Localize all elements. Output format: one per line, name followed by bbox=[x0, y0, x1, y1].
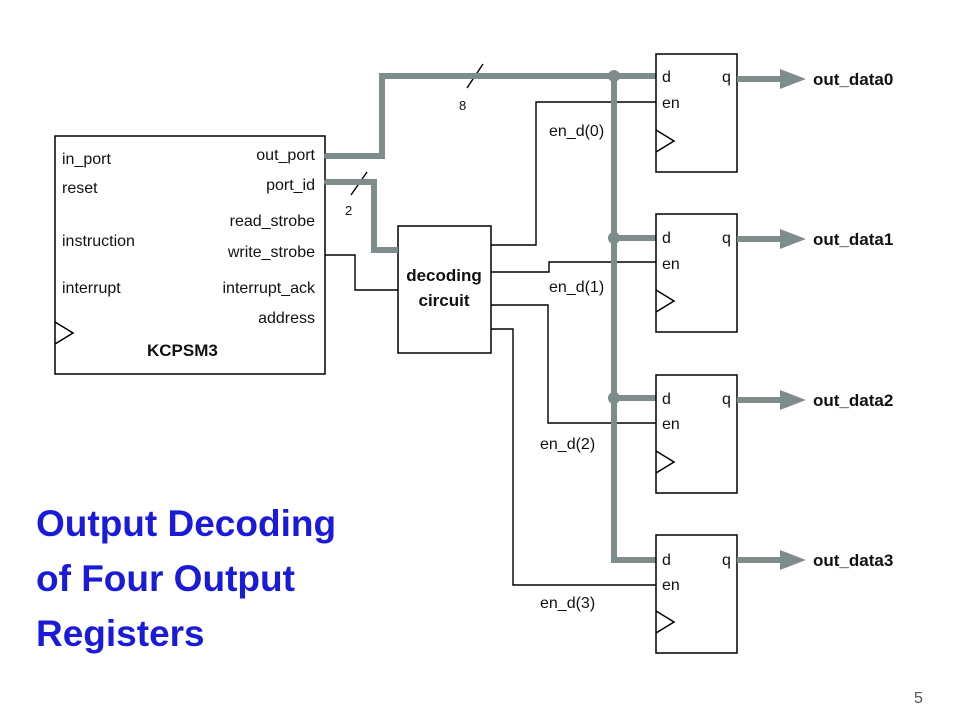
output-label: out_data2 bbox=[813, 391, 893, 410]
register-3: d en q en_d(3) out_data3 bbox=[540, 534, 893, 654]
junction-dot-2 bbox=[608, 392, 620, 404]
register-2: d en q en_d(2) out_data2 bbox=[540, 374, 893, 494]
output-arrow-icon bbox=[780, 550, 806, 570]
slide-title: Output Decoding of Four Output Registers bbox=[36, 496, 456, 661]
junction-dot-1 bbox=[608, 232, 620, 244]
kcpsm3-input-instruction: instruction bbox=[62, 233, 135, 250]
register-box bbox=[655, 53, 738, 173]
output-label: out_data1 bbox=[813, 230, 893, 249]
register-q-label: q bbox=[722, 391, 731, 408]
bus-width-label-2: 2 bbox=[345, 203, 352, 218]
kcpsm3-output-port-id: port_id bbox=[266, 177, 315, 194]
decoding-circuit-block bbox=[397, 225, 492, 354]
en-d3-wire bbox=[491, 328, 656, 586]
kcpsm3-output-write-strobe: write_strobe bbox=[227, 244, 315, 261]
port-id-bus bbox=[326, 179, 398, 253]
register-en-label: en bbox=[662, 95, 680, 112]
kcpsm3-input-in-port: in_port bbox=[62, 151, 111, 168]
kcpsm3-output-address: address bbox=[258, 310, 315, 327]
register-en-label: en bbox=[662, 416, 680, 433]
enable-label: en_d(1) bbox=[549, 279, 604, 296]
register-clock-icon bbox=[655, 289, 676, 313]
kcpsm3-output-read-strobe: read_strobe bbox=[230, 213, 315, 230]
output-arrow-icon bbox=[780, 229, 806, 249]
output-label: out_data0 bbox=[813, 70, 893, 89]
register-d-label: d bbox=[662, 552, 671, 569]
kcpsm3-input-reset: reset bbox=[62, 180, 98, 197]
bus-end-dot-out-port bbox=[324, 153, 330, 159]
kcpsm3-name: KCPSM3 bbox=[147, 341, 218, 360]
enable-label: en_d(2) bbox=[540, 436, 595, 453]
bus-width-label-8: 8 bbox=[459, 98, 466, 113]
slide-title-line-2: of Four Output bbox=[36, 558, 295, 599]
enable-label: en_d(0) bbox=[549, 123, 604, 140]
out-port-bus bbox=[326, 73, 656, 159]
register-en-label: en bbox=[662, 256, 680, 273]
slide-title-line-3: Registers bbox=[36, 613, 205, 654]
decoding-circuit-label-line1: decoding bbox=[406, 266, 482, 285]
register-box bbox=[655, 374, 738, 494]
bus-end-dot-port-id bbox=[324, 179, 330, 185]
register-1: d en q en_d(1) out_data1 bbox=[549, 213, 893, 333]
write-strobe-wire bbox=[325, 254, 398, 291]
register-d-label: d bbox=[662, 391, 671, 408]
en-d0-wire bbox=[491, 101, 656, 246]
register-clock-icon bbox=[655, 610, 676, 634]
register-q-label: q bbox=[722, 552, 731, 569]
kcpsm3-block bbox=[54, 135, 326, 375]
en-d1-wire bbox=[491, 261, 656, 273]
en-d2-wire bbox=[491, 304, 656, 424]
kcpsm3-input-interrupt: interrupt bbox=[62, 280, 121, 297]
output-arrow-icon bbox=[780, 390, 806, 410]
kcpsm3-output-interrupt-ack: interrupt_ack bbox=[223, 280, 316, 297]
register-box bbox=[655, 534, 738, 654]
register-0: d en q en_d(0) out_data0 bbox=[549, 53, 893, 173]
decoding-circuit-label-line2: circuit bbox=[418, 291, 469, 310]
register-en-label: en bbox=[662, 577, 680, 594]
kcpsm3-clock-icon bbox=[54, 321, 75, 345]
register-data-bus bbox=[611, 76, 656, 563]
register-q-label: q bbox=[722, 230, 731, 247]
output-arrow-icon bbox=[780, 69, 806, 89]
register-q-label: q bbox=[722, 69, 731, 86]
register-clock-icon bbox=[655, 450, 676, 474]
bus-junctions bbox=[324, 70, 620, 404]
junction-dot-0 bbox=[608, 70, 620, 82]
kcpsm3-output-out-port: out_port bbox=[256, 147, 315, 164]
register-box bbox=[655, 213, 738, 333]
register-d-label: d bbox=[662, 230, 671, 247]
enable-label: en_d(3) bbox=[540, 595, 595, 612]
register-d-label: d bbox=[662, 69, 671, 86]
output-label: out_data3 bbox=[813, 551, 893, 570]
page-number: 5 bbox=[914, 690, 923, 707]
slide-title-line-1: Output Decoding bbox=[36, 503, 337, 544]
register-clock-icon bbox=[655, 129, 676, 153]
